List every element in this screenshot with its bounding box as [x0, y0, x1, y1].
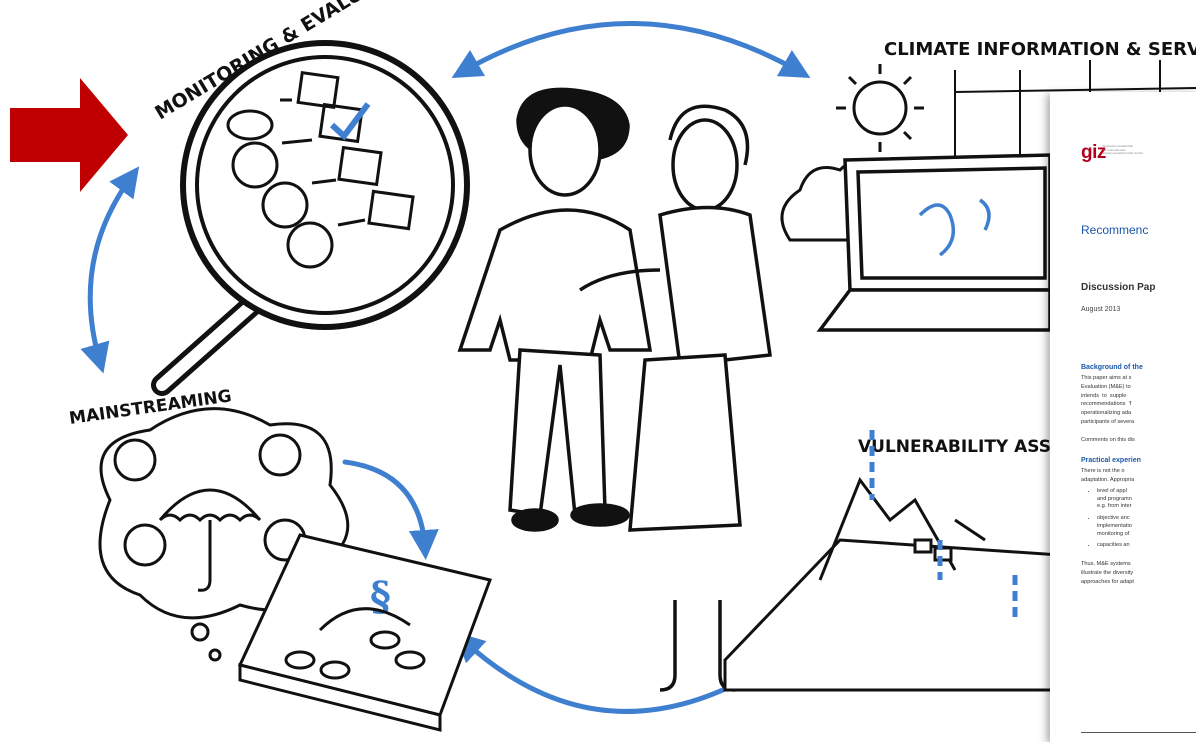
bullet-list: level of appl and programn e.g. from int… — [1083, 488, 1132, 554]
landscape-icon — [723, 430, 1062, 692]
closing-paragraph: Thus, M&E systems illustrate the diversi… — [1081, 561, 1134, 585]
magnifying-glass-icon — [151, 40, 470, 396]
policy-book-icon: § — [237, 533, 492, 732]
footnote-rule — [1081, 732, 1196, 733]
document-date: August 2013 — [1081, 306, 1121, 313]
practical-heading: Practical experien — [1081, 457, 1141, 464]
giz-logo-subtext: Deutsche Gesellschaft für Internationale… — [1103, 144, 1143, 156]
background-paragraph: This paper aims at s Evaluation (M&E) to… — [1081, 375, 1135, 425]
background-heading: Background of the — [1081, 364, 1143, 371]
giz-logo-mark: giz — [1081, 142, 1106, 163]
label-climate-information: CLIMATE INFORMATION & SERVICES — [884, 39, 1196, 60]
document-title: Recommenc — [1081, 223, 1149, 237]
bullet-item: level of appl and programn e.g. from int… — [1097, 488, 1132, 511]
sun-icon — [836, 64, 924, 152]
practical-intro: There is not the o adaptation. Appropria — [1081, 468, 1135, 483]
giz-logo: giz Deutsche Gesellschaft für Internatio… — [1081, 142, 1143, 164]
cycle-arrows — [80, 21, 811, 714]
laptop-icon — [816, 153, 1052, 332]
label-vulnerability: VULNERABILITY ASSES — [858, 437, 1075, 457]
arrow-top — [451, 21, 811, 78]
bullet-item: objective anc implementatio monitoring o… — [1097, 515, 1132, 538]
arrow-mainstream-down — [342, 459, 439, 560]
comments-paragraph: Comments on this dis — [1081, 437, 1135, 443]
discussion-paper-document: giz Deutsche Gesellschaft für Internatio… — [1050, 92, 1196, 742]
bullet-item: capacities an — [1097, 542, 1132, 550]
document-subtitle: Discussion Pap — [1081, 282, 1156, 293]
two-people-figure — [457, 87, 772, 692]
arrow-left — [80, 166, 140, 374]
red-pointer-arrow — [10, 78, 128, 192]
